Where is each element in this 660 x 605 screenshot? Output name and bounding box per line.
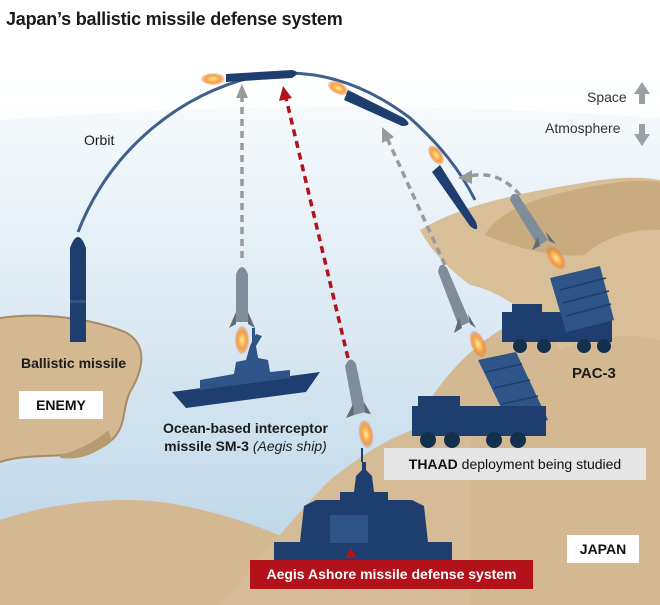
thaad-trajectory-arrowhead [382,127,394,143]
missile-in-orbit-2 [327,80,409,126]
sm3-label-italic: (Aegis ship) [252,438,327,454]
ballistic-missile-label: Ballistic missile [21,355,127,371]
aegis-ashore-interceptor [345,359,374,448]
enemy-label: ENEMY [19,391,103,419]
japan-label: JAPAN [567,535,639,563]
sm3-interceptor [229,267,255,354]
atmosphere-down-arrow-icon [634,124,650,146]
missile-in-orbit-3 [428,145,478,230]
space-label: Space [587,89,627,105]
pac3-label: PAC-3 [572,365,616,382]
pac3-trajectory [469,173,522,197]
missile-in-orbit-1 [201,70,297,85]
ballistic-missile [70,237,86,342]
aegis-ashore-facility [274,448,452,560]
thaad-launcher [412,352,548,448]
page-title: Japan’s ballistic missile defense system [6,9,343,29]
atmosphere-label: Atmosphere [545,120,621,136]
orbit-label: Orbit [84,132,115,148]
sm3-trajectory-arrowhead [236,84,248,98]
sm3-label-line1: Ocean-based interceptor [163,420,328,436]
thaad-label-bold: THAAD [408,456,458,472]
japan-shore-left [0,500,300,605]
aegis-ashore-label: Aegis Ashore missile defense system [250,560,533,589]
sm3-label-line2: missile SM-3 (Aegis ship) [163,437,328,455]
thaad-label-rest: deployment being studied [457,456,622,472]
sm3-label-main: missile SM-3 [164,438,253,454]
enemy-land-shadow [60,430,112,459]
orbit-arc [76,71,477,233]
enemy-land [0,315,142,462]
thaad-interceptor [438,264,487,358]
pac3-trajectory-arrowhead [458,170,472,184]
thaad-label: THAAD deployment being studied [384,448,646,480]
aegis-ashore-trajectory-arrowhead [279,86,292,101]
japan-land-upper [485,180,660,256]
pac3-interceptor [510,193,566,270]
space-up-arrow-icon [634,82,650,104]
sm3-label: Ocean-based interceptor missile SM-3 (Ae… [163,419,328,455]
aegis-ashore-trajectory [284,97,350,359]
pac3-launcher [502,266,614,353]
aegis-ship [172,328,320,408]
